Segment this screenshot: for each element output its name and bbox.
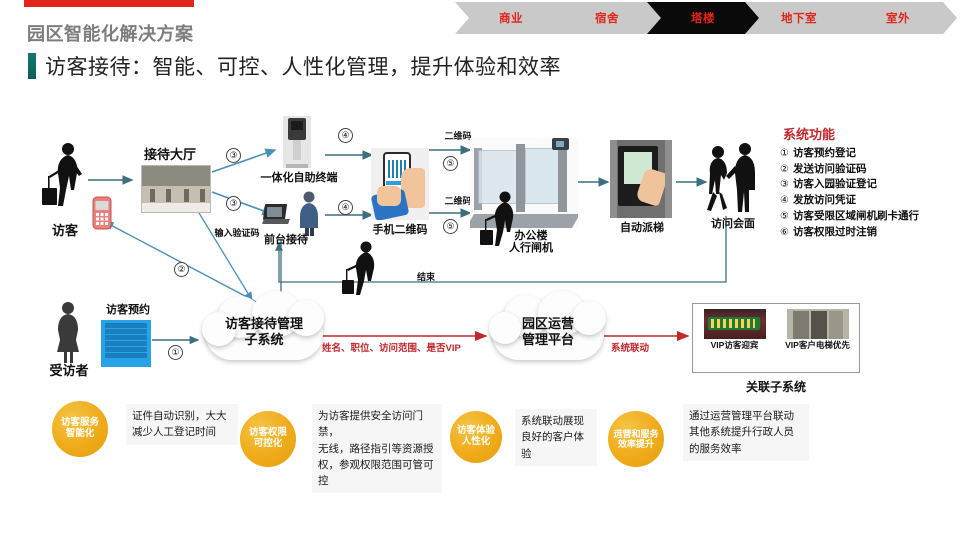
step-marker-4b: ④: [338, 200, 353, 215]
benefit-text-3: 系统联动展现良好的客户体验: [515, 409, 597, 466]
step-marker-1: ①: [168, 345, 183, 360]
node-label-appointment: 访客预约: [106, 304, 150, 316]
node-label-meeting: 访问会面: [711, 218, 755, 230]
related-item: VIP客户电梯优先: [782, 309, 854, 351]
feature-item: ④ 发放访问凭证: [780, 195, 919, 207]
benefit-circle-4: 运营和服务 效率提升: [608, 411, 664, 467]
related-subsystems-box: VIP访客迎宾 VIP客户电梯优先: [692, 303, 860, 373]
form-row: [105, 329, 147, 334]
form-row: [105, 341, 147, 346]
nav-tab-basement[interactable]: 地下室: [743, 2, 855, 34]
self-service-terminal-photo: [283, 116, 311, 168]
node-label-front-desk: 前台接待: [264, 234, 308, 246]
related-item: VIP访客迎宾: [699, 309, 771, 351]
benefit-circle-1: 访客服务 智能化: [52, 401, 108, 457]
visitor-walking-silhouette-icon: [480, 191, 514, 246]
reception-hall-photo: [141, 165, 211, 213]
nav-tab-outdoor[interactable]: 室外: [839, 2, 957, 34]
feature-item: ⑤ 访客受限区域闸机刷卡通行: [780, 209, 919, 223]
related-subsystems-title: 关联子系统: [745, 380, 806, 394]
benefit-text-4: 通过运营管理平台联动其他系统提升行政人员的服务效率: [683, 404, 809, 461]
step-marker-4a: ④: [338, 128, 353, 143]
node-label-phone-qr: 手机二维码: [372, 224, 428, 236]
benefit-text-1: 证件自动识别，大大减少人工登记时间: [126, 404, 238, 445]
vip-welcome-screen-photo: [703, 309, 766, 339]
form-row: [105, 335, 147, 340]
step-marker-5b: ⑤: [443, 219, 458, 234]
step-marker-5a: ⑤: [443, 156, 458, 171]
benefit-circle-3: 访客体验 人性化: [450, 411, 502, 463]
related-item-caption: VIP客户电梯优先: [785, 340, 850, 350]
nav-tab-tower[interactable]: 塔楼: [647, 2, 759, 34]
cloud-label-park-platform: 园区运营 管理平台: [521, 316, 574, 348]
feature-number: ⑤: [780, 210, 789, 222]
feature-label: 访客入园验证登记: [792, 178, 877, 191]
staff-silhouette-icon: [300, 191, 318, 236]
form-row: [105, 347, 147, 352]
nav-tab-label: 塔楼: [691, 13, 715, 25]
feature-item: ② 发送访问验证码: [780, 162, 919, 176]
feature-label: 发送访问验证码: [792, 162, 867, 175]
feature-label: 访客预约登记: [792, 147, 856, 159]
features-title: 系统功能: [783, 127, 836, 142]
node-label-self-terminal: 一体化自助终端: [260, 172, 338, 184]
vip-elevator-photo: [786, 309, 849, 339]
feature-label: 访客受限区域闸机刷卡通行: [792, 209, 919, 222]
step-marker-3b: ③: [226, 196, 241, 211]
nav-tab-commercial[interactable]: 商业: [455, 2, 567, 34]
page-title: 访客接待：智能、可控、人性化管理，提升体验和效率: [45, 56, 561, 79]
appointment-form-thumbnail: [101, 320, 151, 367]
section-nav: 商业 宿舍 塔楼 地下室 室外: [455, 2, 960, 34]
benefit-text-2: 为访客提供安全访问门禁， 无线，路径指引等资源授权，参观权限范围可管可控: [312, 404, 442, 494]
nav-tab-label: 室外: [886, 13, 910, 25]
end-visitor-silhouette-icon: [342, 241, 375, 295]
edge-label-qr-bottom: 二维码: [444, 196, 472, 206]
node-label-gate: 办公楼 人行闸机: [509, 230, 553, 255]
step-marker-3a: ③: [226, 148, 241, 163]
red-flow-attributes: 姓名、职位、访问范围、是否VIP: [322, 343, 461, 354]
node-label-reception-hall: 接待大厅: [143, 147, 196, 162]
node-label-auto-elevator: 自动派梯: [620, 222, 664, 234]
feature-number: ②: [780, 163, 789, 175]
red-flow-linkage: 系统联动: [611, 343, 650, 354]
node-label-visitee: 受访者: [49, 363, 89, 378]
nav-tab-label: 地下室: [781, 13, 817, 25]
step-marker-2: ②: [174, 262, 189, 277]
auto-elevator-photo: [610, 140, 672, 218]
subtitle-accent-bar: [28, 53, 36, 79]
nav-tab-label: 商业: [499, 13, 523, 25]
feature-number: ④: [780, 195, 789, 207]
visitee-silhouette-icon: [57, 302, 79, 363]
related-item-caption: VIP访客迎宾: [710, 340, 759, 350]
front-desk-photo: [262, 198, 300, 232]
meeting-handshake-silhouette-icon: [707, 143, 755, 212]
cloud-label-visitor-mgmt: 访客接待管理 子系统: [224, 316, 303, 348]
edge-label-qr-top: 二维码: [444, 131, 472, 141]
node-label-visitor: 访客: [51, 223, 78, 238]
feature-number: ①: [780, 148, 789, 159]
benefit-circle-2: 访客权限 可控化: [240, 411, 296, 467]
edge-label-end: 结束: [416, 272, 435, 282]
visitor-silhouette-icon: [42, 143, 82, 206]
feature-item: ⑥ 访客权限过时注销: [780, 225, 919, 239]
feature-item: ① 访客预约登记: [780, 147, 919, 160]
feature-number: ③: [780, 179, 789, 191]
mobile-phone-icon: [92, 196, 112, 230]
turnstile-gate-photo: [470, 138, 578, 228]
nav-tab-label: 宿舍: [595, 13, 619, 25]
feature-number: ⑥: [780, 226, 789, 238]
brand-accent-bar: [24, 0, 194, 7]
feature-label: 访客权限过时注销: [792, 225, 877, 238]
brand-title: 园区智能化解决方案: [27, 24, 194, 44]
form-row: [105, 353, 147, 358]
mobile-qr-photo: [371, 148, 429, 220]
edge-label-enter-code: 输入验证码: [214, 228, 260, 238]
feature-label: 发放访问凭证: [792, 194, 856, 207]
feature-item: ③ 访客入园验证登记: [780, 179, 919, 191]
nav-tab-dormitory[interactable]: 宿舍: [551, 2, 663, 34]
form-row: [105, 323, 147, 328]
features-list: ① 访客预约登记 ② 发送访问验证码 ③ 访客入园验证登记 ④ 发放访问凭证 ⑤…: [780, 147, 919, 242]
